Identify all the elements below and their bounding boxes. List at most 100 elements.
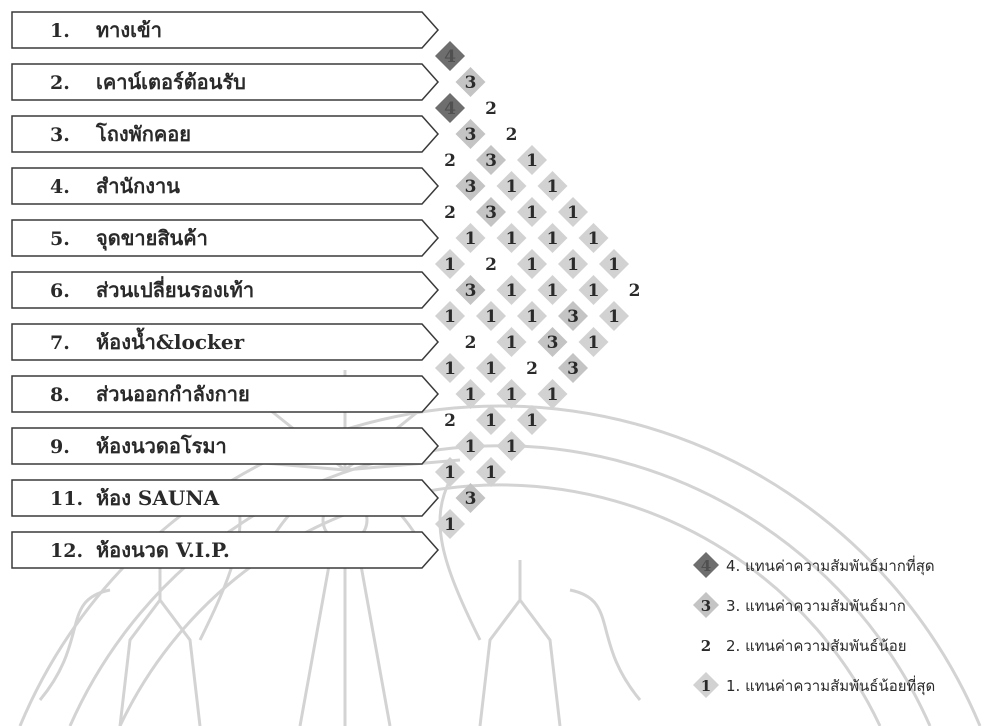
relationship-diamond (455, 483, 486, 513)
relationship-cell: 2 (485, 99, 497, 119)
room-box (11, 115, 440, 153)
relationship-cell: 1 (517, 145, 547, 175)
relationship-value: 1 (444, 359, 456, 379)
relationship-cell: 1 (517, 405, 547, 435)
room-item: 4.สำนักงาน (11, 167, 440, 205)
relationship-diamond (578, 327, 609, 357)
relationship-value: 2 (444, 411, 456, 431)
room-box (11, 323, 440, 361)
relationship-value: 4 (444, 99, 456, 119)
relationship-cell: 1 (517, 249, 547, 279)
relationship-value: 1 (444, 307, 456, 327)
relationship-diamond (455, 275, 486, 305)
relationship-cell: 1 (435, 353, 465, 383)
relationship-value: 1 (444, 255, 456, 275)
room-item: 5. จุดขายสินค้า (11, 219, 440, 257)
room-number: 4. (50, 176, 70, 198)
relationship-value: 3 (465, 281, 477, 301)
relationship-value: 1 (526, 307, 538, 327)
relationship-diamond (517, 249, 547, 279)
relationship-diamond (537, 379, 568, 409)
relationship-cell: 3 (537, 327, 568, 357)
relationship-cell: 4 (435, 41, 465, 71)
relationship-diamond (435, 249, 465, 279)
relationship-value: 1 (588, 333, 600, 353)
relationship-grid: 4322111112433111111233111312121133131121… (435, 41, 640, 539)
room-item: 3. โถงพักคอย (11, 115, 440, 153)
relationship-value: 3 (465, 489, 477, 509)
room-name: ห้อง SAUNA (96, 486, 220, 510)
relationship-diamond (496, 431, 527, 461)
relationship-cell: 2 (444, 151, 456, 171)
relationship-cell: 1 (476, 301, 506, 331)
relationship-diamond (435, 353, 465, 383)
relationship-diamond (496, 171, 527, 201)
legend-symbol: 1 (701, 677, 711, 695)
room-number: 3. (50, 124, 70, 146)
relationship-cell: 1 (496, 223, 527, 253)
relationship-value: 2 (506, 125, 518, 145)
relationship-cell: 3 (558, 353, 588, 383)
relationship-cell: 3 (558, 301, 588, 331)
relationship-value: 1 (526, 203, 538, 223)
room-name: เคาน์เตอร์ต้อนรับ (96, 70, 246, 94)
relationship-value: 1 (506, 333, 518, 353)
relationship-diamond (578, 275, 609, 305)
relationship-cell: 1 (496, 171, 527, 201)
room-name: ห้องนวดอโรมา (96, 434, 227, 458)
relationship-diamond (455, 379, 486, 409)
relationship-diamond (537, 171, 568, 201)
relationship-diamond (537, 223, 568, 253)
room-number: 5. (50, 228, 70, 250)
relationship-value: 2 (485, 99, 497, 119)
room-number: 9. (50, 436, 70, 458)
relationship-value: 1 (588, 281, 600, 301)
relationship-diamond (496, 327, 527, 357)
relationship-cell: 1 (537, 275, 568, 305)
relationship-cell: 2 (485, 255, 497, 275)
relationship-cell: 1 (496, 327, 527, 357)
relationship-value: 1 (608, 307, 620, 327)
room-number: 1. (50, 20, 70, 42)
relationship-value: 1 (465, 385, 477, 405)
room-item: 1.ทางเข้า (11, 11, 440, 49)
relationship-cell: 2 (506, 125, 518, 145)
room-name: จุดขายสินค้า (96, 226, 208, 251)
relationship-value: 1 (485, 359, 497, 379)
room-name: ห้องนวด V.I.P. (96, 538, 230, 562)
relationship-value: 2 (444, 203, 456, 223)
relationship-value: 1 (547, 281, 559, 301)
relationship-cell: 2 (444, 411, 456, 431)
relationship-value: 1 (608, 255, 620, 275)
room-name: ส่วนเปลี่ยนรองเท้า (96, 275, 254, 302)
relationship-cell: 3 (455, 483, 486, 513)
legend-symbol: 2 (701, 637, 711, 655)
relationship-diamond (435, 93, 465, 123)
room-item: 6.ส่วนเปลี่ยนรองเท้า (11, 271, 440, 309)
relationship-diamond (517, 301, 547, 331)
relationship-cell: 1 (435, 509, 465, 539)
relationship-value: 1 (526, 255, 538, 275)
relationship-cell: 1 (435, 301, 465, 331)
relationship-cell: 3 (455, 275, 486, 305)
relationship-value: 3 (567, 307, 579, 327)
room-box (11, 479, 440, 517)
relationship-value: 2 (629, 281, 641, 301)
room-number: 7. (50, 332, 70, 354)
room-name: โถงพักคอย (95, 122, 191, 146)
room-number: 12. (50, 540, 83, 562)
relationship-value: 2 (444, 151, 456, 171)
relationship-cell: 1 (578, 327, 609, 357)
relationship-value: 1 (526, 151, 538, 171)
relationship-value: 1 (485, 411, 497, 431)
relationship-value: 1 (547, 229, 559, 249)
relationship-value: 3 (547, 333, 559, 353)
relationship-value: 1 (506, 177, 518, 197)
room-item: 2.เคาน์เตอร์ต้อนรับ (11, 63, 440, 101)
relationship-cell: 1 (455, 431, 486, 461)
relationship-value: 1 (588, 229, 600, 249)
relationship-value: 1 (567, 203, 579, 223)
relationship-value: 3 (485, 151, 497, 171)
